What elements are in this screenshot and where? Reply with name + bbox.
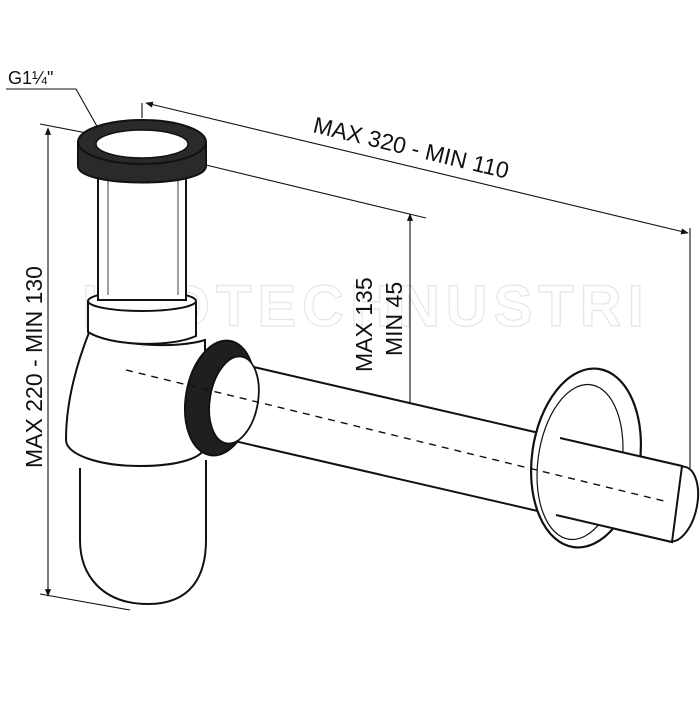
thread-size-label: G1¼" — [8, 68, 53, 88]
pipe-centerline — [125, 369, 669, 503]
top-nut-opening — [95, 129, 189, 159]
outlet-height-min-label: MIN 45 — [381, 282, 407, 356]
total-height-label: MAX 220 - MIN 130 — [21, 266, 47, 468]
body-collar — [87, 300, 197, 345]
thread-leader-line — [6, 88, 99, 129]
dimension-line-overall-length — [145, 101, 689, 235]
outlet-height-max-label: MAX 135 — [351, 277, 377, 372]
side-nut-face — [208, 355, 260, 445]
overall-length-label: MAX 320 - MIN 110 — [311, 112, 512, 184]
trap-body — [64, 328, 206, 468]
trap-bowl — [79, 460, 207, 606]
